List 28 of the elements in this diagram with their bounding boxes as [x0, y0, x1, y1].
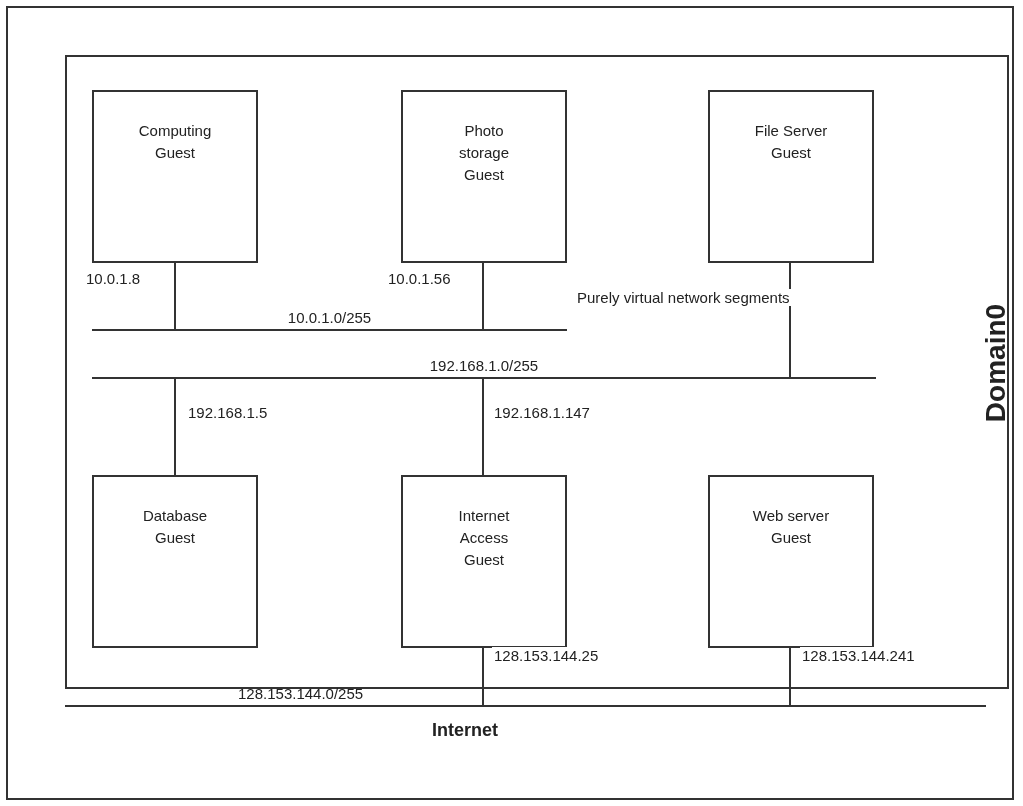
network-link	[789, 262, 791, 379]
network-link	[482, 262, 484, 331]
subnet-label: 10.0.1.0/255	[287, 309, 372, 326]
ip-address-label: 128.153.144.241	[800, 647, 917, 664]
domain-label: Domain0	[979, 303, 1012, 423]
guest-label: Internet Access Guest	[457, 506, 511, 570]
guest-box	[92, 90, 258, 263]
guest-label: File Server Guest	[753, 121, 829, 163]
guest-box	[92, 475, 258, 648]
network-link	[482, 647, 484, 707]
guest-box	[708, 475, 874, 648]
ip-address-label: 128.153.144.25	[492, 647, 601, 664]
guest-label: Database Guest	[141, 506, 209, 548]
guest-box	[708, 90, 874, 263]
guest-label: Computing Guest	[137, 121, 213, 163]
domain-box	[65, 55, 1009, 689]
subnet-label: 192.168.1.0/255	[429, 357, 539, 374]
network-label: Internet	[432, 720, 498, 741]
guest-box	[401, 90, 567, 263]
note-text: Purely virtual network segments	[575, 289, 792, 306]
guest-box	[401, 475, 567, 648]
network-link	[482, 377, 484, 476]
network-link	[174, 262, 176, 331]
subnet-label: 128.153.144.0/255	[238, 685, 364, 702]
network-link	[789, 647, 791, 707]
network-link	[174, 377, 176, 476]
guest-label: Photo storage Guest	[457, 121, 510, 185]
guest-label: Web server Guest	[751, 506, 831, 548]
